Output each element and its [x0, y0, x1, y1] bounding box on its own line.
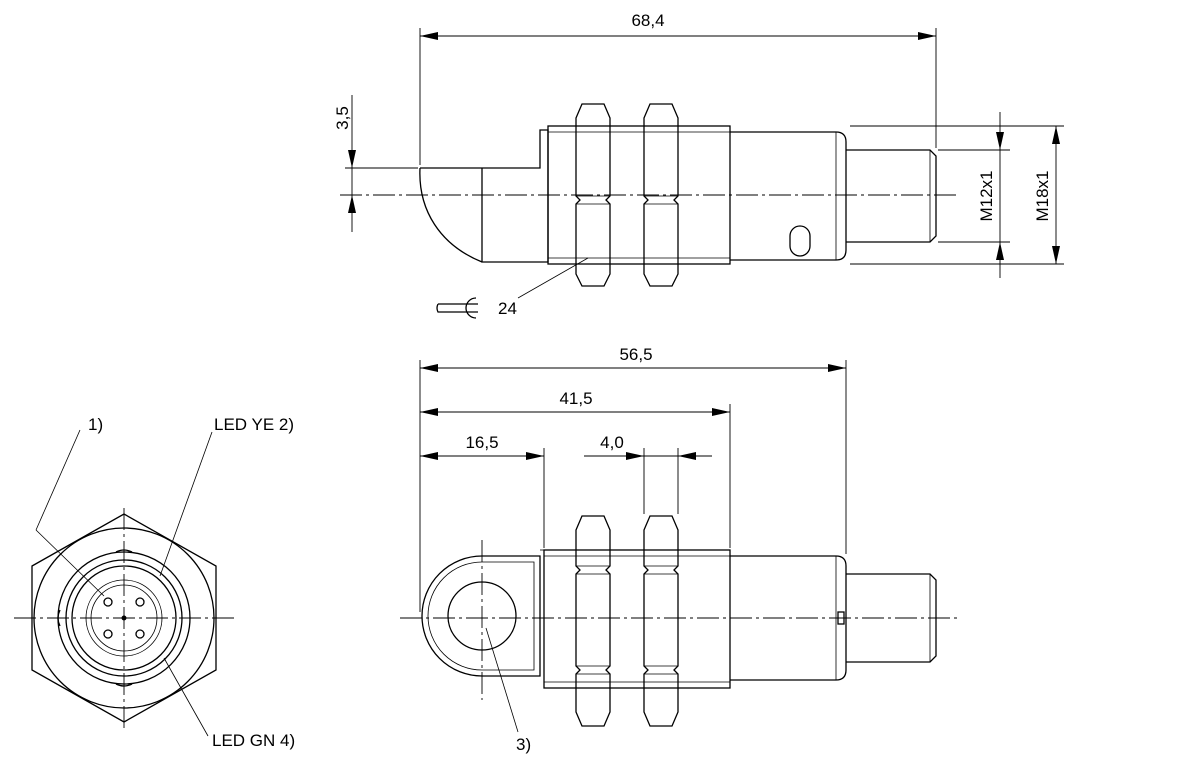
- front-view-hex: [31, 513, 217, 723]
- dim-68-4-label: 68,4: [631, 11, 664, 30]
- side-view-rear-housing: [730, 555, 847, 681]
- top-view-led-window: [789, 225, 811, 257]
- top-view-body: [547, 125, 731, 265]
- side-view-nut-1: [575, 515, 611, 727]
- dim-m12-label: M12x1: [977, 170, 996, 221]
- note-1-label: 1): [88, 415, 103, 434]
- top-view-nut-1: [575, 103, 611, 287]
- top-view-rear-housing: [730, 131, 847, 261]
- pin-5: [121, 615, 127, 621]
- side-view: 56,5 41,5 16,5 4,0 3): [400, 345, 960, 754]
- pin-2: [135, 597, 145, 607]
- side-view-head: [421, 555, 541, 677]
- top-view-head: [419, 129, 549, 263]
- pin-3: [103, 629, 113, 639]
- led-ye-label: LED YE 2): [214, 415, 294, 434]
- note-3-label: 3): [516, 735, 531, 754]
- dim-m18-label: M18x1: [1033, 170, 1052, 221]
- side-view-nut-2: [643, 515, 679, 727]
- side-view-bore: [447, 581, 517, 651]
- dim-4-0-label: 4,0: [600, 433, 624, 452]
- side-view-connector: [846, 573, 937, 663]
- pin-4: [135, 629, 145, 639]
- top-view-nut-2: [643, 103, 679, 287]
- led-gn-label: LED GN 4): [212, 731, 295, 750]
- dim-56-5-label: 56,5: [619, 345, 652, 364]
- wrench-size-label: 24: [498, 299, 517, 318]
- side-view-led-window: [837, 611, 845, 625]
- dim-16-5-label: 16,5: [465, 433, 498, 452]
- dim-3-5-label: 3,5: [333, 106, 352, 130]
- side-view-body: [543, 549, 731, 689]
- dim-41-5-label: 41,5: [559, 389, 592, 408]
- top-view-connector: [846, 149, 937, 243]
- top-view: 68,4 3,5 M12x1 M18x1 24: [333, 11, 1064, 319]
- wrench-icon: [436, 297, 478, 319]
- front-view: 1) LED YE 2) LED GN 4): [14, 415, 295, 750]
- pin-1: [103, 597, 113, 607]
